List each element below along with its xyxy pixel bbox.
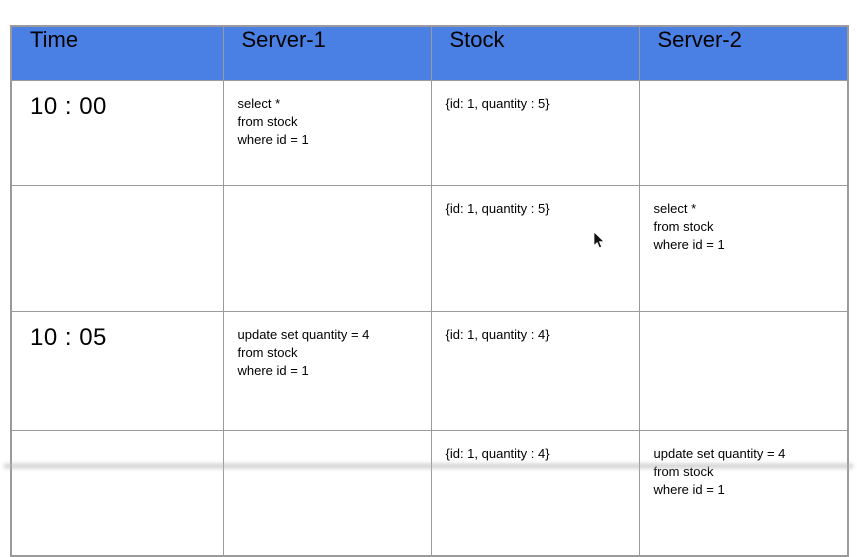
table-row: 10 : 00 select * from stock where id = 1… <box>10 80 849 186</box>
slide-bottom-edge-shadow <box>4 464 853 468</box>
cell-time: 10 : 05 <box>10 311 224 431</box>
header-cell-stock: Stock <box>430 25 640 81</box>
cell-server1-query <box>222 430 432 557</box>
header-cell-server2: Server-2 <box>638 25 849 81</box>
cell-server2-query: update set quantity = 4 from stock where… <box>638 430 849 557</box>
cell-server1-query <box>222 185 432 312</box>
header-cell-server1: Server-1 <box>222 25 432 81</box>
slide-canvas: Time Server-1 Stock Server-2 10 : 00 sel… <box>4 25 853 557</box>
cell-stock-state: {id: 1, quantity : 4} <box>430 311 640 431</box>
cell-time <box>10 185 224 312</box>
cell-stock-state: {id: 1, quantity : 5} <box>430 185 640 312</box>
cell-server1-query: update set quantity = 4 from stock where… <box>222 311 432 431</box>
table-row: {id: 1, quantity : 4} update set quantit… <box>10 430 849 557</box>
cell-server2-query <box>638 311 849 431</box>
cell-server2-query: select * from stock where id = 1 <box>638 185 849 312</box>
cell-stock-state: {id: 1, quantity : 5} <box>430 80 640 186</box>
cell-time: 10 : 00 <box>10 80 224 186</box>
cell-time <box>10 430 224 557</box>
table-row: 10 : 05 update set quantity = 4 from sto… <box>10 311 849 431</box>
table-header-row: Time Server-1 Stock Server-2 <box>10 25 849 81</box>
cell-server1-query: select * from stock where id = 1 <box>222 80 432 186</box>
table-row: {id: 1, quantity : 5} select * from stoc… <box>10 185 849 312</box>
cell-stock-state: {id: 1, quantity : 4} <box>430 430 640 557</box>
header-cell-time: Time <box>10 25 224 81</box>
cell-server2-query <box>638 80 849 186</box>
transaction-timeline-table: Time Server-1 Stock Server-2 10 : 00 sel… <box>10 25 849 557</box>
